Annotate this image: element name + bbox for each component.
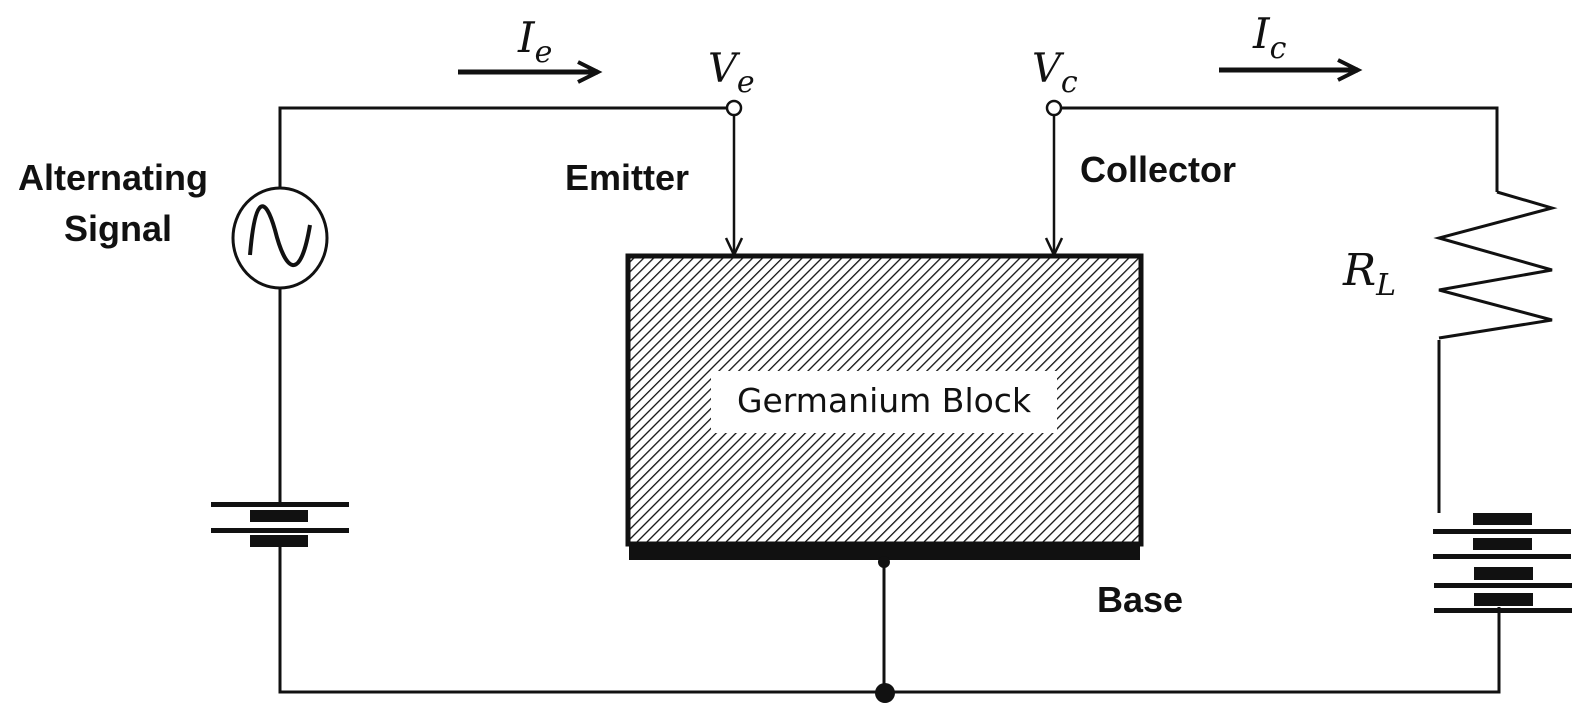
emitter-terminal bbox=[725, 99, 743, 117]
base-junction-dot-top bbox=[878, 556, 890, 568]
base-contact-plate bbox=[629, 544, 1140, 560]
collector-battery-icon bbox=[1433, 513, 1572, 613]
collector-terminal bbox=[1045, 99, 1063, 117]
load-resistor-label: RL bbox=[1342, 245, 1396, 303]
germanium-block: Germanium Block bbox=[625, 253, 1144, 547]
load-resistor-icon bbox=[1433, 190, 1558, 340]
ac-source-icon bbox=[231, 186, 329, 290]
collector-voltage-label: Vc bbox=[1032, 46, 1078, 100]
germanium-block-label: Germanium Block bbox=[737, 381, 1032, 420]
block-label-background bbox=[711, 371, 1057, 433]
collector-circuit-wires bbox=[885, 106, 1501, 694]
base-label: Base bbox=[1097, 579, 1183, 620]
wire-battery-to-ground-right bbox=[885, 607, 1501, 694]
ground-junction-dot bbox=[875, 683, 895, 703]
collector-current-label: Ic bbox=[1252, 9, 1287, 66]
collector-current-arrow bbox=[1219, 58, 1363, 82]
collector-label: Collector bbox=[1080, 149, 1236, 190]
source-label: Alternating Signal bbox=[18, 157, 218, 249]
emitter-voltage-label: Ve bbox=[708, 46, 755, 100]
collector-probe bbox=[1044, 116, 1064, 258]
wire-top-right bbox=[1061, 106, 1499, 192]
wire-battery-to-ground-left bbox=[278, 545, 885, 694]
emitter-probe bbox=[724, 116, 744, 258]
emitter-current-label: Ie bbox=[517, 13, 552, 70]
emitter-circuit-wires bbox=[278, 106, 885, 694]
emitter-battery-icon bbox=[211, 502, 349, 547]
emitter-label: Emitter bbox=[565, 157, 689, 198]
emitter-current-arrow bbox=[458, 60, 603, 84]
wire-top-left bbox=[278, 106, 727, 193]
